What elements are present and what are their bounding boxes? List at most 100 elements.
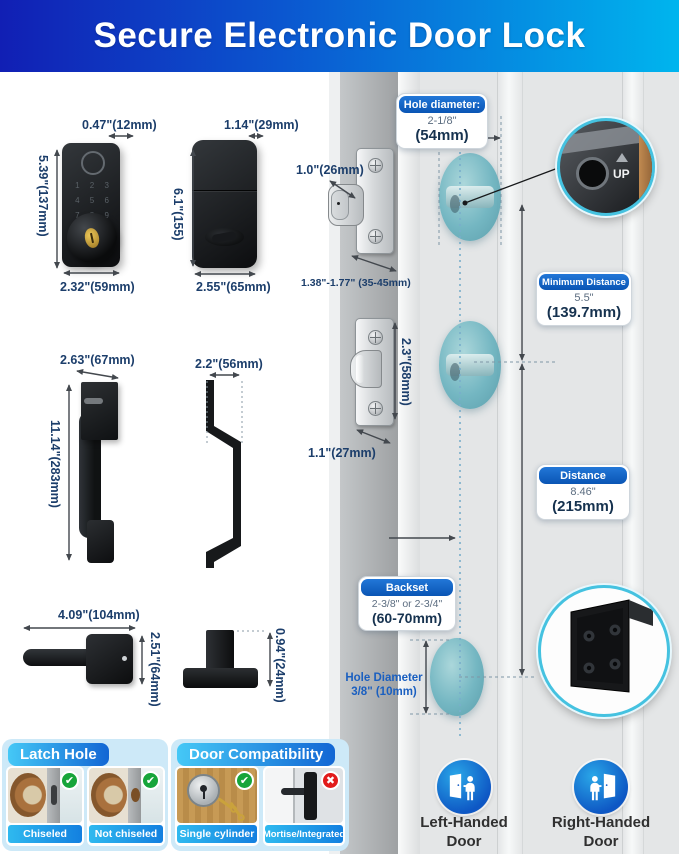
callout-value-mm: (60-70mm) [371, 610, 443, 626]
dim-lever-side-height: 0.94"(24mm) [273, 628, 287, 703]
dim-lever-length: 4.09"(104mm) [58, 608, 140, 622]
latch-hole-panel: Latch Hole ✔ Chiseled ✔ Not chiseled [2, 739, 168, 851]
left-handed-door-icon [437, 760, 491, 814]
bore-hole-marker-middle [439, 321, 501, 409]
check-icon: ✔ [60, 771, 79, 790]
screw-icon [368, 330, 383, 345]
dim-bolt-length: 1.0"(26mm) [296, 163, 364, 177]
check-icon: ✔ [235, 771, 254, 790]
lever-handle-bar [23, 649, 96, 666]
door-edge-image [128, 768, 143, 823]
interior-lock-image [192, 140, 257, 268]
callout-value-mm: (54mm) [415, 127, 469, 144]
callout-value-mm: (215mm) [552, 498, 614, 515]
handle-plate [81, 382, 118, 440]
dim-front-lock-height: 5.39"(137mm) [36, 155, 50, 237]
callout-backset: Backset 2-3/8" or 2-3/4" (60-70mm) [358, 576, 456, 632]
cross-icon: ✖ [321, 771, 340, 790]
keypad-digit: 6 [104, 195, 109, 205]
keypad-lock-front-image: 1 2 3 4 5 6 7 8 9 0 [62, 143, 120, 267]
card-label: Not chiseled [89, 825, 163, 843]
latch-hole-card-not-chiseled: ✔ Not chiseled [87, 766, 165, 846]
mortise-lever-icon [280, 788, 309, 795]
label-line: Door [583, 832, 619, 850]
door-frame-edge [398, 72, 420, 854]
cylinder-lock-icon [187, 774, 220, 807]
door-person-pictogram [449, 773, 475, 801]
label-line: Door [446, 832, 482, 850]
round-latch-hole [131, 788, 140, 802]
check-icon: ✔ [141, 771, 160, 790]
keypad-digit: 1 [75, 180, 80, 190]
page-title: Secure Electronic Door Lock [93, 16, 586, 55]
drilled-hole-image [10, 773, 46, 817]
label-line: Left-Handed [420, 814, 508, 831]
keypad-digit: 2 [89, 180, 95, 190]
keypad-digit: 9 [104, 211, 109, 221]
keypad-digit: 5 [89, 195, 95, 205]
up-marking-label: UP [613, 167, 630, 181]
drilled-hole-image [91, 773, 127, 817]
mortise-plate-icon [304, 772, 317, 820]
dim-handle-depth: 2.2"(56mm) [195, 357, 263, 371]
callout-title: Minimum Distance [539, 274, 629, 290]
door-panel-seam [497, 72, 523, 854]
screw-icon [368, 401, 383, 416]
thumb-latch [84, 398, 103, 404]
screw-icon [368, 158, 383, 173]
keypad-digit: 3 [104, 180, 109, 190]
single-cylinder-image: ✔ [177, 768, 257, 823]
callout-value-inch: 5.5" [574, 292, 594, 304]
dim-handle-width: 2.63"(67mm) [60, 353, 135, 367]
door-person-pictogram [590, 773, 616, 801]
mounting-plate-image [570, 599, 653, 693]
screw-icon [368, 229, 383, 244]
case-seam [192, 190, 257, 191]
lever-side-stem [206, 630, 234, 671]
not-chiseled-door-image: ✔ [89, 768, 163, 823]
label-line: 3/8" (10mm) [351, 685, 417, 698]
door-compatibility-title: Door Compatibility [177, 743, 336, 766]
title-banner: Secure Electronic Door Lock [0, 0, 679, 72]
mortise-lock-image: ✖ [265, 768, 343, 823]
card-label: Chiseled [8, 825, 82, 843]
compatibility-card-mortise: ✖ Mortise/Integrated [263, 766, 345, 846]
dim-handle-height: 11.14"(283mm) [48, 420, 62, 508]
wood-door-edge [639, 121, 652, 213]
callout-title: Distance [539, 467, 627, 484]
dim-spring-latch-height: 2.3"(58mm) [399, 338, 413, 406]
latch-pin [450, 363, 461, 381]
door-compatibility-panel: Door Compatibility ✔ Single cylinder ✖ M… [171, 739, 349, 851]
keypad-digit: 7 [75, 211, 80, 221]
callout-minimum-distance: Minimum Distance 5.5" (139.7mm) [536, 271, 632, 327]
callout-hole-diameter-top: Hole diameter: 2-1/8" (54mm) [396, 93, 488, 150]
card-label: Single cylinder [177, 825, 257, 843]
bore-hole-marker-bottom [430, 638, 484, 716]
chiseled-door-image: ✔ [8, 768, 82, 823]
compatibility-card-single-cylinder: ✔ Single cylinder [175, 766, 259, 846]
latch-hole-card-chiseled: ✔ Chiseled [6, 766, 84, 846]
bolt-face [331, 190, 349, 220]
dim-interior-height: 6.1"(155) [171, 188, 185, 241]
callout-value-inch: 2-3/8" or 2-3/4" [371, 598, 443, 610]
label-line: Hole Diameter [345, 672, 423, 684]
dim-front-lock-depth: 0.47"(12mm) [82, 118, 157, 132]
chiseled-slot [51, 785, 57, 805]
deadbolt-latch-plate [356, 148, 394, 254]
deadbolt-bolt [328, 184, 364, 226]
right-handed-door-label: Right-Handed Door [541, 814, 661, 852]
bore-hole-marker-top [439, 153, 501, 241]
door-edge-line [293, 768, 296, 823]
deadbolt-knob [67, 213, 117, 263]
dim-interior-depth: 1.14"(29mm) [224, 118, 299, 132]
dim-front-lock-width: 2.32"(59mm) [60, 280, 135, 294]
latch-pin [450, 195, 461, 213]
latch-up-marking-insert: UP [557, 118, 655, 216]
right-handed-door-icon [574, 760, 628, 814]
keypad-digit: 4 [75, 195, 80, 205]
callout-distance: Distance 8.46" (215mm) [536, 464, 630, 521]
thumbturn-icon [205, 228, 244, 246]
door-edge-image [47, 768, 62, 823]
card-label: Mortise/Integrated [263, 825, 345, 843]
